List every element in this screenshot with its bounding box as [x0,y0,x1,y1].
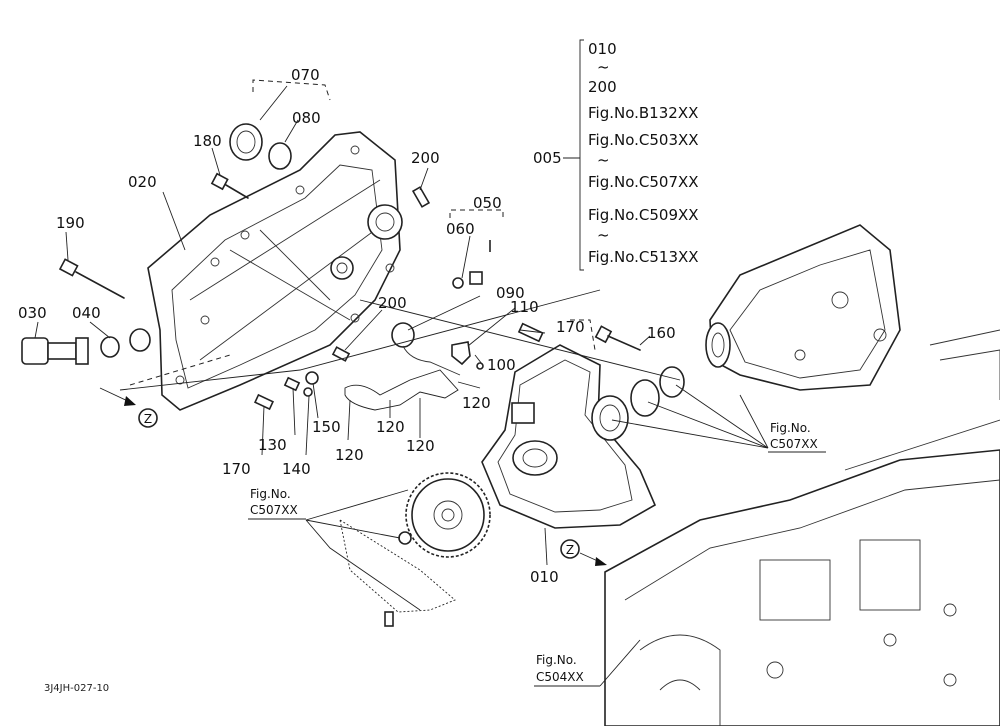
gear-case-housing [481,344,657,529]
label-180: 180 [193,132,222,150]
range-fig-4: Fig.No.C509XX [588,206,699,224]
bolt-160 [594,325,641,351]
sensor-090 [391,322,461,376]
label-020: 020 [128,173,157,191]
large-gear [405,472,491,558]
label-005: 005 [533,149,562,167]
label-100: 100 [487,356,516,374]
plug-030 [21,337,89,365]
fig-ref-right-line2: C507XX [770,437,818,451]
range-list: 010 ~ 200 Fig.No.B132XX Fig.No.C503XX ~ … [588,40,699,266]
label-170-a: 170 [222,460,251,478]
gear-case-cover [147,131,403,411]
range-tilde-3: ~ [597,226,610,244]
fig-ref-right: Fig.No. C507XX [768,421,826,453]
label-190: 190 [56,214,85,232]
clip-110 [451,341,471,366]
label-130: 130 [258,436,287,454]
label-150: 150 [312,418,341,436]
washer-060 [452,277,464,289]
range-fig-5: Fig.No.C513XX [588,248,699,266]
label-070: 070 [291,66,320,84]
label-200-b: 200 [378,294,407,312]
leader-lines [34,85,769,687]
view-z-left-label: Z [144,412,152,426]
pin-130 [283,376,301,392]
label-120-a: 120 [335,446,364,464]
fig-ref-left-line2: C507XX [250,503,298,517]
view-z-right-marker: Z [560,539,607,566]
o-ring-150 [305,371,319,385]
label-010: 010 [530,568,559,586]
part-number-labels: 005 010 020 030 040 050 060 070 080 090 … [18,66,676,586]
label-080: 080 [292,109,321,127]
label-060: 060 [446,220,475,238]
drawing-code: 3J4JH-027-10 [44,683,109,694]
plug-070 [229,123,263,161]
fig-ref-bottom-line2: C504XX [536,670,584,684]
pin-170-left [253,393,275,411]
label-050: 050 [473,194,502,212]
seal-rings [591,366,685,441]
fig-ref-bottom-line1: Fig.No. [536,653,577,667]
o-ring-040 [100,336,120,358]
bolt-190 [58,258,125,299]
view-z-right-label: Z [566,543,574,557]
label-120-c: 120 [406,437,435,455]
label-140: 140 [282,460,311,478]
pin-170-right [517,322,544,343]
switch-050 [469,240,491,285]
pin-200-top [411,186,431,208]
range-fig-2: Fig.No.C503XX [588,131,699,149]
bolt-small-bottom [384,611,394,627]
washer-small [398,531,412,545]
fig-ref-left: Fig.No. C507XX [248,487,306,520]
view-z-left-marker: Z [99,387,158,428]
fig-ref-right-line1: Fig.No. [770,421,811,435]
label-160: 160 [647,324,676,342]
hydraulic-pump-assembly [705,224,901,391]
fig-ref-bottom: Fig.No. C504XX [534,653,600,687]
fig-ref-left-line1: Fig.No. [250,487,291,501]
seal-near-040 [129,328,151,352]
label-040: 040 [72,304,101,322]
label-030: 030 [18,304,47,322]
label-120-d: 120 [462,394,491,412]
range-fig-1: Fig.No.B132XX [588,104,698,122]
range-tilde-1: ~ [597,58,610,76]
label-110: 110 [510,298,539,316]
range-to: 200 [588,78,617,96]
o-ring-080 [268,142,292,170]
label-120-b: 120 [376,418,405,436]
bolt-180 [210,172,249,199]
range-fig-3: Fig.No.C507XX [588,173,699,191]
alignment-lines [119,79,681,391]
transmission-case [604,329,1000,726]
wire-harness-120 [344,369,459,411]
range-bracket [579,39,584,271]
label-170-b: 170 [556,318,585,336]
range-from: 010 [588,40,617,58]
range-tilde-2: ~ [597,151,610,169]
label-200-a: 200 [411,149,440,167]
bolt-100 [476,362,484,370]
label-090: 090 [496,284,525,302]
washer-140 [303,387,313,397]
